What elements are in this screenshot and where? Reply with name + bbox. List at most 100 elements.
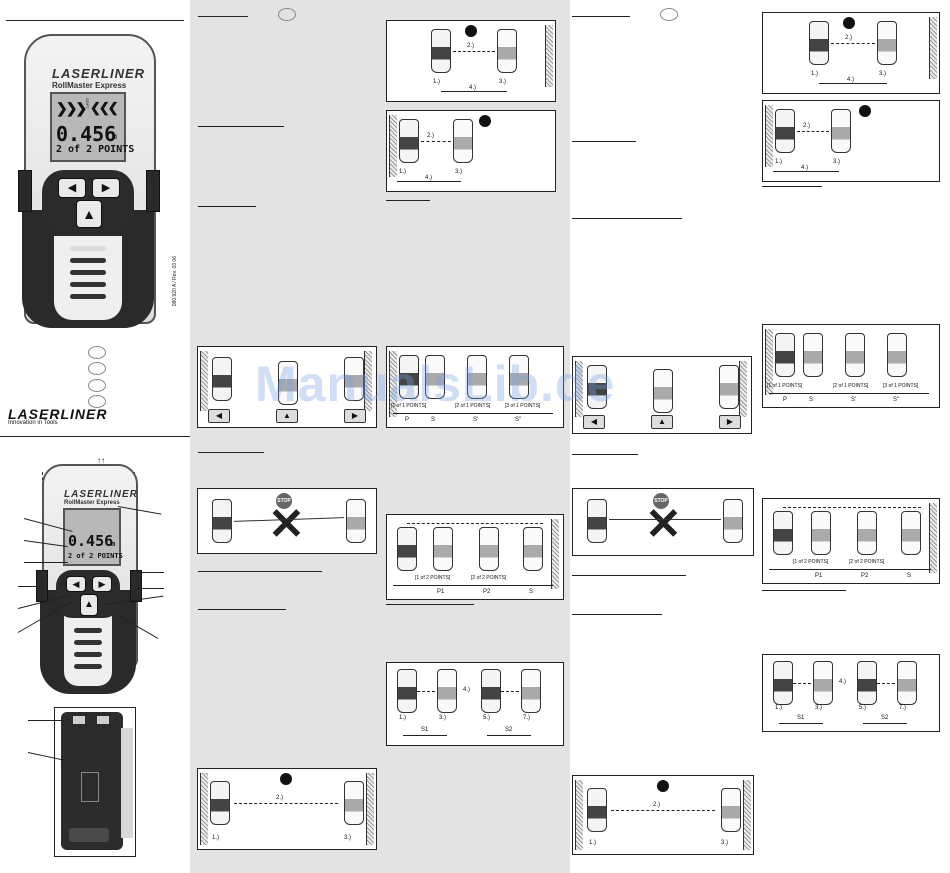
mini-device — [803, 333, 823, 377]
s-label: S2 — [505, 727, 513, 733]
device2-keypad: ◀ ▶ ▲ — [56, 570, 120, 618]
wall — [743, 780, 751, 850]
stop-icon: STOP — [653, 493, 669, 509]
lcd-chevrons-right: ❮❮❮ — [90, 100, 119, 115]
section-heading — [198, 563, 322, 572]
dashed-path — [793, 683, 811, 684]
section-heading — [198, 601, 286, 610]
mini-device — [399, 119, 419, 163]
side-button-left — [18, 170, 32, 212]
mini-device — [831, 109, 851, 153]
mini-device — [497, 29, 517, 73]
mini-device — [587, 365, 607, 409]
measure-line — [863, 723, 907, 724]
marker-dot — [280, 773, 292, 785]
axis-label: S — [907, 573, 912, 579]
step-label: 1.) — [212, 835, 220, 841]
points-label: [1 of 2 POINTS] — [415, 575, 451, 581]
points2-diagram: [1 of 2 POINTS] [2 of 2 POINTS] P1 P2 S — [386, 514, 564, 600]
measure-line — [779, 723, 823, 724]
dashed-path — [877, 683, 895, 684]
axis-label: S — [529, 589, 534, 595]
dashed-path — [234, 803, 338, 804]
buttons-diagram: ◀ ▲ ▶ — [197, 346, 377, 428]
step-label: 2.) — [276, 795, 284, 801]
mini-device — [723, 499, 743, 543]
lcd-chevrons: ❯❯❯ — [56, 100, 87, 116]
axis-label: P2 — [483, 589, 491, 595]
section-heading — [198, 444, 264, 453]
mini-device — [775, 109, 795, 153]
prev-icon: ◀ — [583, 415, 605, 429]
axis-label: S'' — [515, 417, 522, 423]
step-label: 1.) — [775, 705, 783, 711]
section-heading — [198, 118, 284, 127]
distance-diagram: 2.) 1.) 3.) — [197, 768, 377, 850]
wall — [575, 780, 583, 850]
step-label: 2.) — [845, 35, 853, 41]
mini-device — [809, 21, 829, 65]
mini-device — [453, 119, 473, 163]
mini-device — [479, 527, 499, 571]
section-heading — [572, 567, 686, 576]
mini-device — [521, 669, 541, 713]
mini-device — [811, 511, 831, 555]
step-label: 1.) — [811, 71, 819, 77]
axis-label: S — [431, 417, 436, 423]
step-label: 4.) — [839, 679, 847, 685]
points-label: [3 of 1 POINTS] — [505, 403, 541, 409]
cross-icon: ✕ — [268, 500, 305, 549]
cover-bottom-rule — [0, 436, 190, 437]
marker-dot — [479, 115, 491, 127]
col4-distance-diagram: 2.) 1.) 3.) — [572, 775, 754, 855]
vent — [74, 640, 102, 645]
lang-badge — [660, 8, 678, 21]
stop-diagram: STOP ✕ — [197, 488, 377, 554]
section-heading — [386, 192, 430, 201]
axis-label: P1 — [437, 589, 445, 595]
wall — [929, 503, 937, 573]
back-detail — [97, 716, 109, 724]
vent — [70, 282, 106, 287]
step-label: 3.) — [879, 71, 887, 77]
next-icon: ▶ — [92, 178, 120, 198]
s-label: S1 — [797, 715, 805, 721]
mini-device — [587, 499, 607, 543]
leader-line — [28, 720, 64, 721]
company-tagline: Innovation in Tools — [8, 420, 58, 426]
mini-device — [397, 527, 417, 571]
mini-device — [397, 669, 417, 713]
wall — [575, 361, 583, 417]
measure-line — [397, 181, 461, 182]
axis-label: P1 — [815, 573, 823, 579]
marker-dot — [859, 105, 871, 117]
step-label: 4.) — [425, 175, 433, 181]
mini-device — [653, 369, 673, 413]
up-icon: ▲ — [276, 409, 298, 423]
back-detail — [73, 716, 85, 724]
mini-device — [437, 669, 457, 713]
vent — [70, 246, 106, 251]
device2-model: RollMaster Express — [64, 500, 120, 506]
mini-device — [857, 661, 877, 705]
vent — [74, 652, 102, 657]
step-label: 3.) — [439, 715, 447, 721]
step-label: 2.) — [427, 133, 435, 139]
col5-sum-diagram: 4.) 1.) 3.) 5.) 7.) S1 S2 — [762, 654, 940, 732]
device-brand: LASERLINER — [52, 66, 146, 81]
mini-device — [523, 527, 543, 571]
mini-device — [845, 333, 865, 377]
step-label: 3.) — [721, 840, 729, 846]
step-label: 5.) — [483, 715, 491, 721]
mini-device — [467, 355, 487, 399]
lang-badge — [88, 379, 106, 392]
wave-line — [609, 519, 721, 521]
stop-icon: STOP — [276, 493, 292, 509]
company-logo: LASERLINER — [8, 406, 108, 422]
mini-device — [887, 333, 907, 377]
col5-points2-diagram: [1 of 2 POINTS] [2 of 2 POINTS] P1 P2 S — [762, 498, 940, 584]
mini-device — [775, 333, 795, 377]
watermark: ManualsLib.de — [255, 356, 616, 412]
step-label: 1.) — [589, 840, 597, 846]
points-label: [1 of 2 POINTS] — [793, 559, 829, 565]
